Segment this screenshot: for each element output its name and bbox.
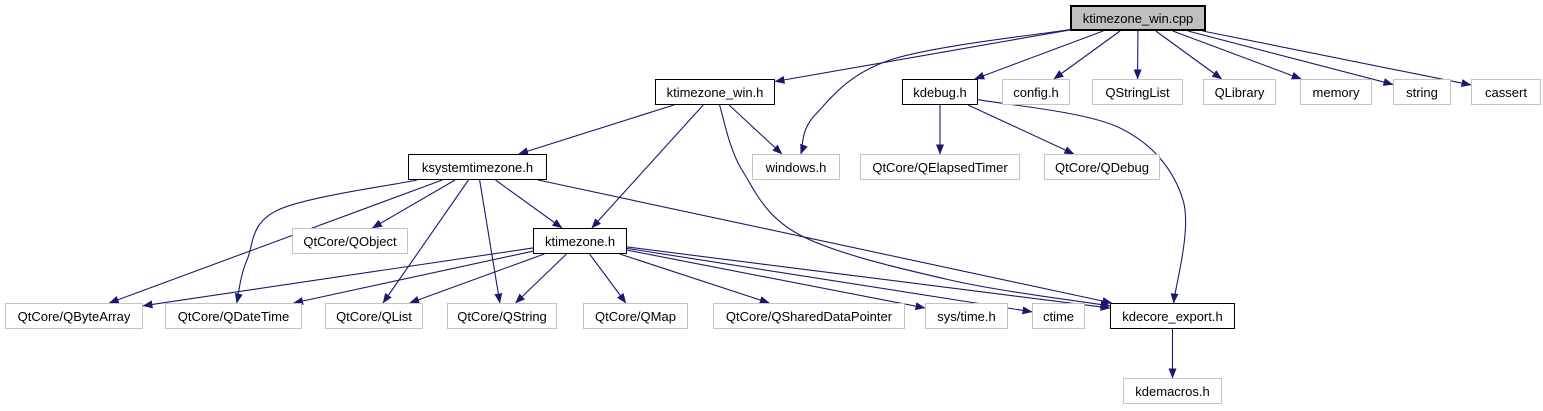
graph-node-memory: memory [1300, 79, 1372, 105]
graph-node-label: QtCore/QByteArray [17, 308, 131, 324]
edge-ksystemtimezone_h-to-qstring [479, 179, 503, 304]
graph-node-qlibrary: QLibrary [1203, 79, 1276, 105]
graph-node-config_h: config.h [1002, 79, 1070, 105]
graph-node-sys_time_h: sys/time.h [925, 303, 1008, 329]
graph-node-kdecore_export_h[interactable]: kdecore_export.h [1110, 303, 1235, 329]
graph-node-label: QtCore/QList [336, 308, 412, 324]
graph-node-qdatetime: QtCore/QDateTime [165, 303, 302, 329]
graph-node-kdemacros_h: kdemacros.h [1123, 378, 1222, 404]
graph-node-label: ktimezone.h [544, 233, 616, 249]
graph-node-label: QtCore/QString [457, 308, 547, 324]
graph-node-cassert: cassert [1471, 79, 1541, 105]
graph-node-label: ktimezone_win.h [666, 84, 764, 100]
edge-ktimezone_win_cpp-to-qlibrary [1155, 30, 1223, 80]
edge-kdebug_h-to-qdebug [967, 104, 1075, 155]
graph-node-label: QtCore/QSharedDataPointer [725, 308, 893, 324]
edge-ktimezone_win_cpp-to-cassert [1202, 30, 1472, 88]
graph-node-label: ksystemtimezone.h [421, 159, 534, 175]
edge-ktimezone_h-to-qlist [409, 253, 545, 304]
graph-node-qobject: QtCore/QObject [292, 228, 408, 254]
graph-node-qlist: QtCore/QList [325, 303, 423, 329]
edge-ksystemtimezone_h-to-qobject [371, 179, 456, 229]
edge-ktimezone_win_h-to-ksystemtimezone_h [518, 104, 674, 155]
graph-node-qshareddatapointer: QtCore/QSharedDataPointer [713, 303, 905, 329]
graph-node-ksystemtimezone_h[interactable]: ksystemtimezone.h [408, 154, 547, 180]
graph-node-label: QLibrary [1214, 84, 1265, 100]
graph-node-label: config.h [1013, 84, 1059, 100]
edge-ktimezone_h-to-qbytearray [142, 247, 534, 309]
edge-ktimezone_win_h-to-ktimezone_h [591, 104, 704, 229]
graph-node-label: string [1406, 84, 1438, 100]
edge-ktimezone_win_cpp-to-config_h [1053, 30, 1121, 80]
graph-node-label: ktimezone_win.cpp [1082, 10, 1194, 26]
edge-ktimezone_win_cpp-to-kdebug_h [974, 30, 1104, 80]
graph-node-label: QtCore/QDebug [1055, 159, 1149, 175]
edge-ktimezone_h-to-qstring [515, 253, 567, 304]
graph-node-label: kdemacros.h [1135, 383, 1210, 399]
graph-node-ktimezone_win_h[interactable]: ktimezone_win.h [655, 79, 775, 105]
graph-node-qstring: QtCore/QString [447, 303, 557, 329]
graph-node-label: sys/time.h [937, 308, 996, 324]
edge-ktimezone_h-to-qmap [589, 253, 627, 304]
graph-node-string: string [1393, 79, 1451, 105]
graph-node-ctime: ctime [1032, 303, 1085, 329]
graph-node-kdebug_h[interactable]: kdebug.h [902, 79, 978, 105]
graph-node-qdebug: QtCore/QDebug [1044, 154, 1160, 180]
graph-node-label: ctime [1042, 308, 1075, 324]
edge-ktimezone_h-to-qshareddatapointer [619, 253, 770, 304]
graph-node-qbytearray: QtCore/QByteArray [5, 303, 143, 329]
edge-ktimezone_h-to-kdecore_export_h [626, 246, 1111, 311]
graph-node-label: QtCore/QMap [595, 308, 676, 324]
edge-ktimezone_win_cpp-to-memory [1172, 30, 1302, 80]
graph-node-qelapsedtimer: QtCore/QElapsedTimer [860, 154, 1020, 180]
graph-node-windows_h: windows.h [752, 154, 840, 180]
edge-ktimezone_win_h-to-kdecore_export_h [718, 104, 1111, 309]
edge-ktimezone_h-to-qdatetime [293, 250, 534, 305]
graph-node-label: windows.h [765, 159, 827, 175]
graph-node-label: QStringList [1105, 84, 1170, 100]
graph-node-qstringlist: QStringList [1092, 79, 1183, 105]
graph-node-qmap: QtCore/QMap [583, 303, 688, 329]
graph-node-ktimezone_h[interactable]: ktimezone.h [533, 228, 627, 254]
graph-node-label: QtCore/QElapsedTimer [872, 159, 1008, 175]
edge-ksystemtimezone_h-to-ktimezone_h [495, 179, 563, 229]
graph-node-label: QtCore/QDateTime [177, 308, 290, 324]
edge-ktimezone_h-to-sys_time_h [626, 249, 926, 311]
edge-kdebug_h-to-kdecore_export_h [977, 99, 1187, 304]
edge-ktimezone_win_cpp-to-string [1187, 30, 1394, 86]
graph-node-ktimezone_win_cpp: ktimezone_win.cpp [1070, 5, 1206, 31]
graph-node-label: kdebug.h [913, 84, 967, 100]
graph-node-label: cassert [1485, 84, 1527, 100]
graph-node-label: memory [1312, 84, 1360, 100]
edge-ktimezone_win_cpp-to-ktimezone_win_h [774, 29, 1071, 84]
graph-node-label: kdecore_export.h [1122, 308, 1223, 324]
graph-node-label: QtCore/QObject [303, 233, 397, 249]
edge-ktimezone_win_h-to-windows_h [728, 104, 783, 155]
